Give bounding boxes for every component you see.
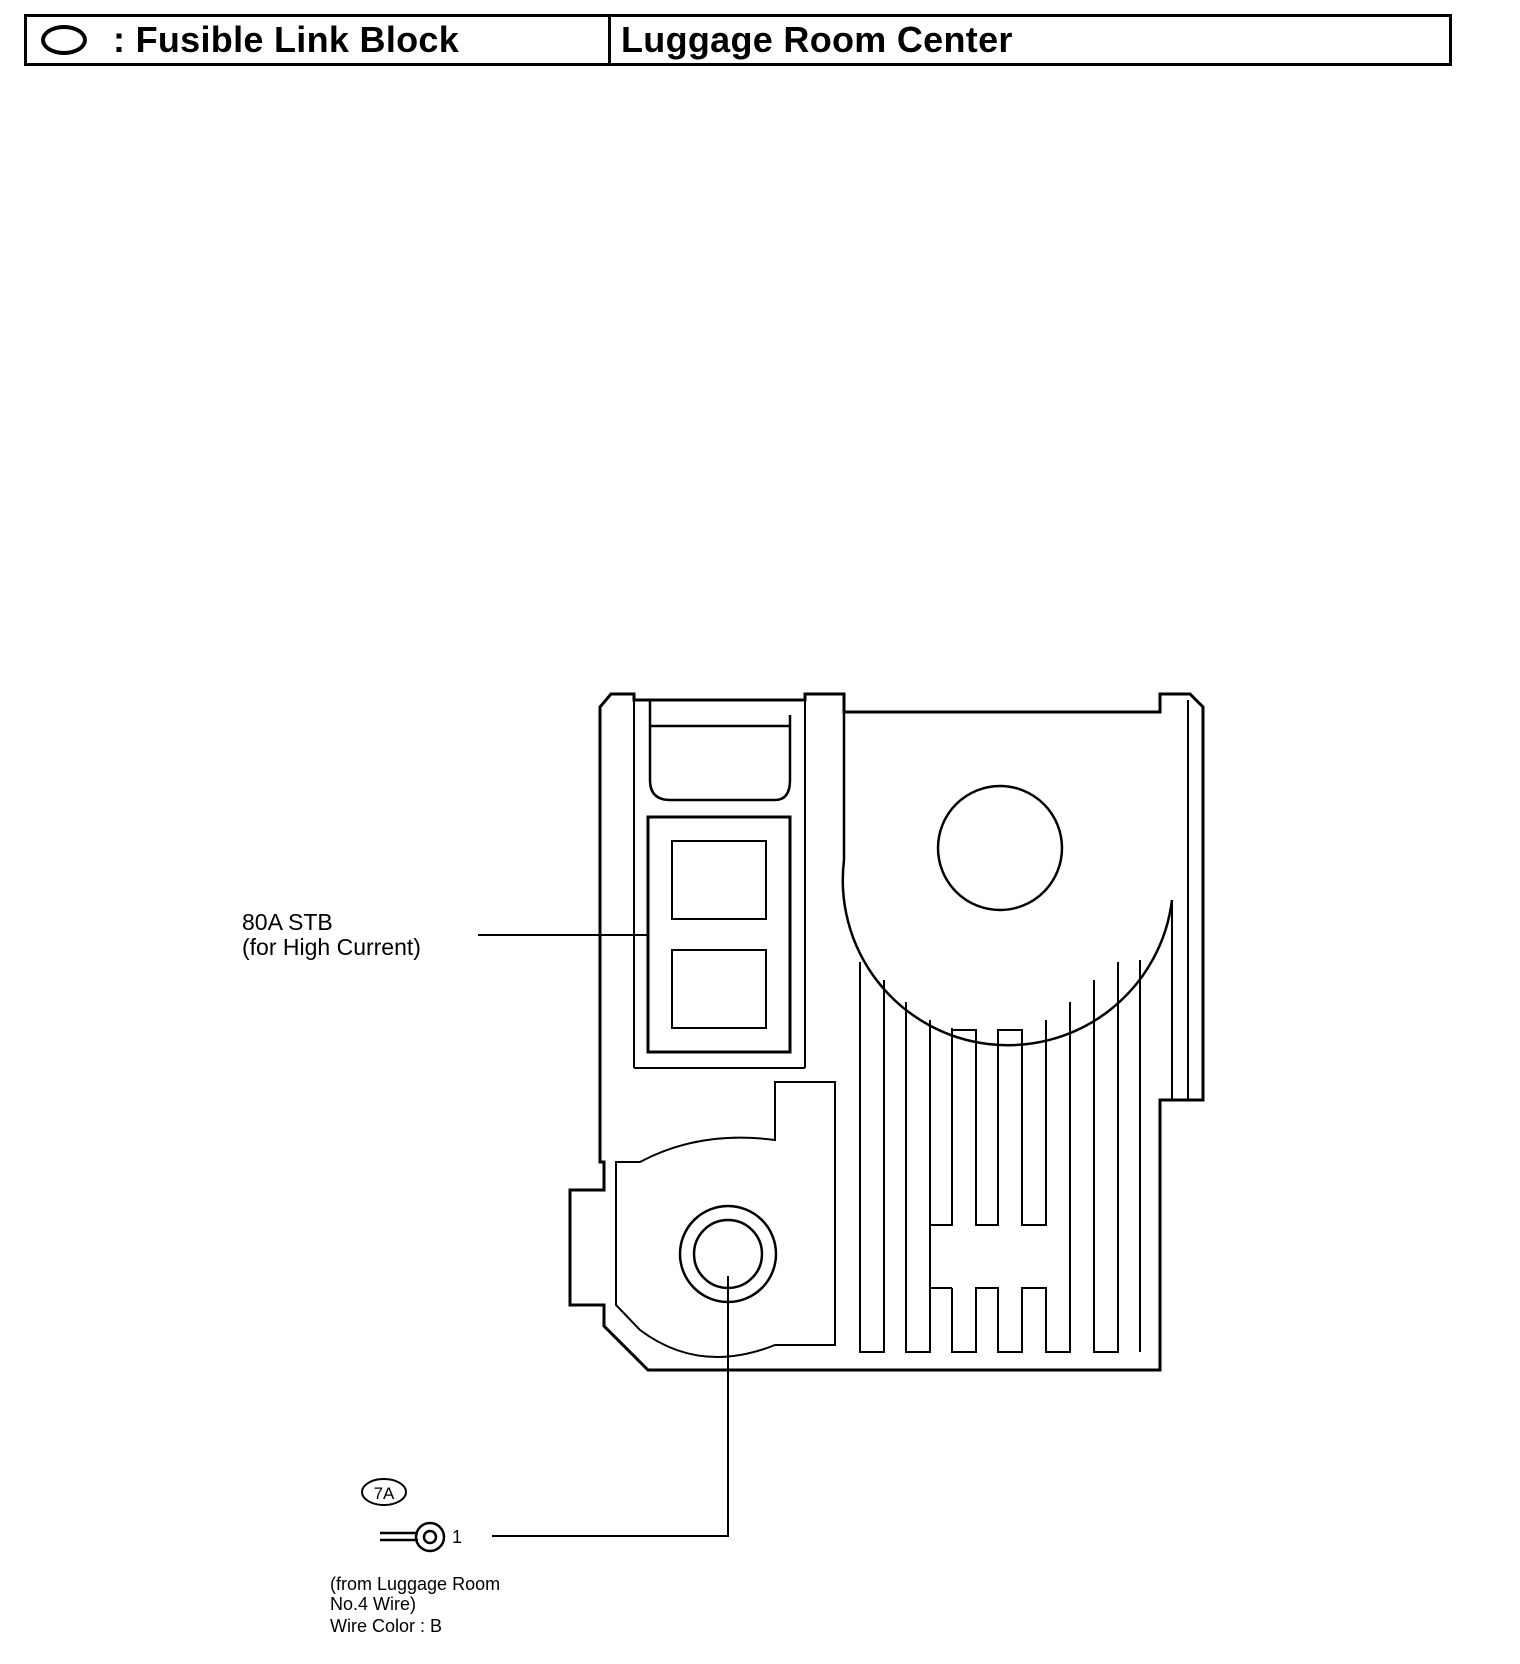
ring-terminal-icon: [380, 1521, 446, 1553]
stb-fuse-lower: [671, 949, 767, 1029]
header-left-cell: : Fusible Link Block: [27, 17, 611, 63]
lower-pad-outline: [615, 1081, 836, 1358]
stb-fuse-upper: [671, 840, 767, 920]
rib-pattern: [859, 960, 1141, 1353]
stb-housing: [646, 815, 792, 1054]
connector-code: 7A: [374, 1484, 395, 1503]
wire-note-line1: (from Luggage Room: [330, 1574, 500, 1594]
upper-mount-hole: [936, 784, 1064, 912]
upper-arc: [841, 859, 1174, 1047]
oval-icon: [41, 25, 87, 55]
header-right-cell: Luggage Room Center: [611, 17, 1449, 63]
header-table: : Fusible Link Block Luggage Room Center: [24, 14, 1452, 66]
terminal-number: 1: [452, 1527, 462, 1547]
stb-label-line1: 80A STB: [242, 909, 333, 935]
connector-code-oval: [361, 1478, 407, 1506]
block-outline: [568, 692, 1205, 1372]
wire-note-line3: Wire Color : B: [330, 1616, 442, 1636]
stb-label-line2: (for High Current): [242, 934, 421, 960]
header-right-label: Luggage Room Center: [621, 19, 1013, 60]
top-slot: [648, 700, 792, 802]
header-left-label: : Fusible Link Block: [113, 19, 460, 60]
terminal-leader-line: [492, 1276, 729, 1537]
wire-note-line2: No.4 Wire): [330, 1594, 416, 1614]
